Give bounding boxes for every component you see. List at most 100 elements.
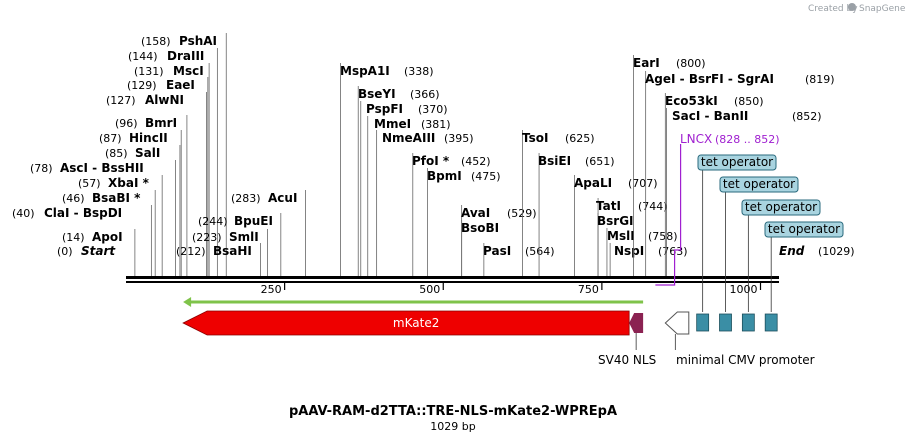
site-pos-eari: (800) bbox=[676, 57, 706, 70]
site-pos-agei-bsrfi-sgrai: (819) bbox=[805, 73, 835, 86]
site-pos-draiii: (144) bbox=[128, 50, 158, 63]
site-label-mspa1i: MspA1I bbox=[340, 64, 390, 78]
ruler-label-750: 750 bbox=[578, 283, 599, 296]
site-pos-pspfi: (370) bbox=[418, 103, 448, 116]
site-pos-tsoi: (625) bbox=[565, 132, 595, 145]
site-label-mmei: MmeI bbox=[374, 117, 411, 131]
site-pos-acui: (283) bbox=[231, 192, 261, 205]
site-label-bseyi: BseYI bbox=[358, 87, 396, 101]
tet-operator-box-1 bbox=[696, 313, 710, 332]
site-pos-asci-bsshii: (78) bbox=[30, 162, 53, 175]
site-label-nspi: NspI bbox=[614, 244, 644, 258]
site-label-msli: MslI bbox=[607, 229, 635, 243]
site-pos-sali: (85) bbox=[105, 147, 128, 160]
orf-arrowhead bbox=[183, 297, 192, 307]
site-label-xbai: XbaI * bbox=[108, 176, 150, 190]
site-pos-bpmi: (475) bbox=[471, 170, 501, 183]
tet-operator-box-4 bbox=[764, 313, 778, 332]
site-label-end: End bbox=[779, 244, 805, 258]
site-label-smli: SmlI bbox=[229, 230, 259, 244]
site-label-bsabi: BsaBI * bbox=[92, 191, 141, 205]
site-label-tsoi: TsoI bbox=[522, 131, 548, 145]
site-label-clai-bspdi: ClaI - BspDI bbox=[44, 206, 122, 220]
site-pos-msci: (131) bbox=[134, 65, 164, 78]
site-label-alwni: AlwNI bbox=[145, 93, 184, 107]
site-pos-clai-bspdi: (40) bbox=[12, 207, 35, 220]
site-pos-msli: (758) bbox=[648, 230, 678, 243]
credit-brand: SnapGene bbox=[859, 4, 906, 14]
site-pos-mspa1i: (338) bbox=[404, 65, 434, 78]
site-label-msci: MscI bbox=[173, 64, 204, 78]
site-label-saci-banii: SacI - BanII bbox=[672, 109, 748, 123]
site-label-apali: ApaLI bbox=[574, 176, 612, 190]
site-pos-apali: (707) bbox=[628, 177, 658, 190]
site-label-bsiei: BsiEI bbox=[538, 154, 571, 168]
restriction-sites: Start(0)ApoI(14)ClaI - BspDI(40)BsaBI *(… bbox=[12, 33, 855, 276]
site-label-pfoi: PfoI * bbox=[412, 154, 450, 168]
site-label-bpuei: BpuEI bbox=[234, 214, 273, 228]
site-label-sali: SalI bbox=[135, 146, 160, 160]
ruler-label-250: 250 bbox=[261, 283, 282, 296]
site-label-start: Start bbox=[81, 244, 116, 258]
tet-operator-label-1: tet operator bbox=[701, 155, 773, 169]
site-label-bmri: BmrI bbox=[145, 116, 177, 130]
mkate2-label: mKate2 bbox=[393, 316, 439, 330]
tet-operator-box-2 bbox=[719, 313, 732, 332]
site-pos-xbai: (57) bbox=[78, 177, 101, 190]
tet-operator-tag-1 bbox=[697, 154, 777, 171]
sv40-nls-shape bbox=[629, 313, 644, 333]
tet-operator-label-4: tet operator bbox=[768, 222, 840, 236]
backbone-bottom bbox=[126, 281, 779, 283]
cmv-promoter-label: minimal CMV promoter bbox=[676, 353, 815, 367]
site-pos-pshai: (158) bbox=[141, 35, 171, 48]
site-pos-bmri: (96) bbox=[115, 117, 138, 130]
tet-operator-box-3 bbox=[741, 313, 755, 332]
site-pos-nmeaiii: (395) bbox=[444, 132, 474, 145]
backbone-top bbox=[126, 276, 779, 279]
site-label-pspfi: PspFI bbox=[366, 102, 403, 116]
site-pos-end: (1029) bbox=[818, 245, 855, 258]
credit-text: Created by bbox=[808, 4, 858, 14]
site-label-tati: TatI bbox=[596, 199, 621, 213]
sv40-nls-label: SV40 NLS bbox=[598, 353, 656, 367]
site-pos-alwni: (127) bbox=[106, 94, 136, 107]
site-label-apoi: ApoI bbox=[92, 230, 123, 244]
site-pos-bsahi: (212) bbox=[176, 245, 206, 258]
site-pos-start: (0) bbox=[57, 245, 73, 258]
site-pos-mmei: (381) bbox=[421, 118, 451, 131]
site-label-pasi: PasI bbox=[483, 244, 511, 258]
site-pos-pfoi: (452) bbox=[461, 155, 491, 168]
site-label-bsrgi: BsrGI bbox=[597, 214, 634, 228]
site-label-asci-bsshii: AscI - BssHII bbox=[60, 161, 144, 175]
site-pos-bpuei: (244) bbox=[198, 215, 228, 228]
tet-operator-label-2: tet operator bbox=[723, 177, 795, 191]
site-label-eari: EarI bbox=[633, 56, 660, 70]
snapgene-logo: SnapGene bbox=[848, 3, 906, 14]
tet-operator-tag-3 bbox=[741, 199, 821, 216]
lncx-label: LNCX bbox=[680, 132, 712, 146]
site-pos-tati: (744) bbox=[638, 200, 668, 213]
site-pos-avai: (529) bbox=[507, 207, 537, 220]
map-subtitle: 1029 bp bbox=[430, 420, 475, 433]
ruler-label-500: 500 bbox=[419, 283, 440, 296]
site-label-hincii: HincII bbox=[129, 131, 168, 145]
site-label-bsobi: BsoBI bbox=[461, 221, 499, 235]
map-title: pAAV-RAM-d2TTA::TRE-NLS-mKate2-WPREpA bbox=[289, 404, 617, 419]
site-pos-hincii: (87) bbox=[99, 132, 122, 145]
site-label-bsahi: BsaHI bbox=[213, 244, 252, 258]
site-pos-smli: (223) bbox=[192, 231, 222, 244]
lncx-range: (828 .. 852) bbox=[715, 133, 780, 146]
site-label-pshai: PshAI bbox=[179, 34, 217, 48]
tet-operator-tag-2 bbox=[719, 176, 799, 193]
site-pos-bsabi: (46) bbox=[62, 192, 85, 205]
site-pos-saci-banii: (852) bbox=[792, 110, 822, 123]
site-label-nmeaiii: NmeAIII bbox=[382, 131, 435, 145]
tet-operator-label-3: tet operator bbox=[745, 200, 817, 214]
site-label-eaei: EaeI bbox=[166, 78, 195, 92]
site-label-agei-bsrfi-sgrai: AgeI - BsrFI - SgrAI bbox=[645, 72, 774, 86]
lncx-bracket bbox=[655, 144, 682, 286]
